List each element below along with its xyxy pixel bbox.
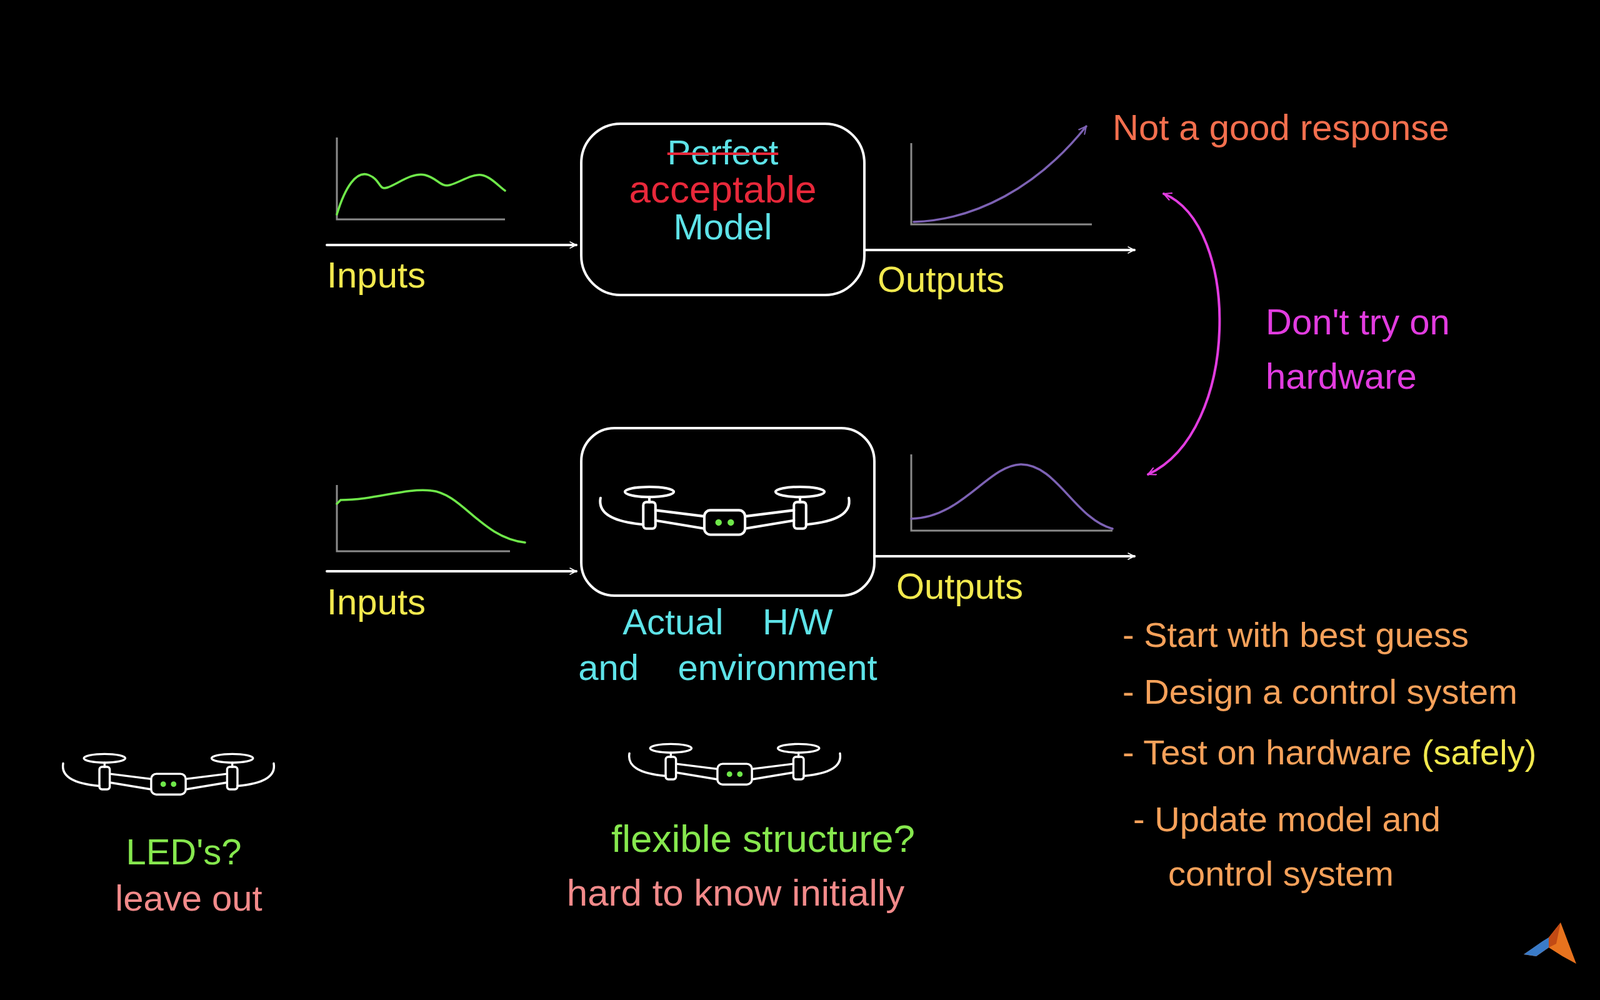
plot-axes <box>911 454 1113 531</box>
step-text: - Start with best guess <box>1122 615 1469 655</box>
step-note: (safely) <box>1421 733 1537 772</box>
warning-note: Don't try on hardware <box>1265 294 1484 404</box>
question-text: flexible structure? <box>611 817 915 860</box>
hardware-box: Actual H/W and environment <box>580 426 876 597</box>
model-box: PerfectacceptableModel <box>580 122 866 297</box>
signal-arrow <box>865 248 1135 252</box>
signal-label: Inputs <box>326 255 426 295</box>
note-text: hard to know initially <box>566 872 905 914</box>
note-text: Not a good response <box>1112 107 1449 148</box>
signal-label: Outputs <box>896 566 1024 607</box>
question-text: LED's? <box>125 831 242 872</box>
model-text: Perfect <box>667 135 779 170</box>
model-text: Model <box>673 208 773 245</box>
output-signal <box>913 126 1087 222</box>
signal-arrow <box>326 243 577 247</box>
signal-arrow <box>326 570 577 573</box>
plot-axes <box>911 143 1092 225</box>
note-text: leave out <box>115 878 262 919</box>
plot-axes <box>336 485 510 552</box>
signal-label: Inputs <box>326 581 426 622</box>
plot-axes <box>336 137 505 220</box>
comparison-arrow <box>1148 193 1220 475</box>
drone-illustration <box>600 486 849 535</box>
drone-illustration <box>629 743 841 785</box>
drone-illustration <box>63 753 275 795</box>
logo-membrane <box>1523 922 1577 964</box>
step-text: - Test on hardware <box>1122 733 1412 772</box>
signal-arrow <box>875 555 1135 558</box>
step-text: - Update model and control system <box>1133 792 1494 902</box>
model-text: acceptable <box>629 170 817 209</box>
logo-membrane <box>1523 937 1549 957</box>
input-signal <box>336 174 505 215</box>
hardware-caption: Actual H/W and environment <box>575 599 880 690</box>
logo-membrane <box>1548 922 1561 948</box>
signal-label: Outputs <box>877 259 1005 300</box>
step-text: - Design a control system <box>1122 672 1518 712</box>
output-signal <box>911 464 1113 529</box>
input-signal <box>336 490 525 543</box>
